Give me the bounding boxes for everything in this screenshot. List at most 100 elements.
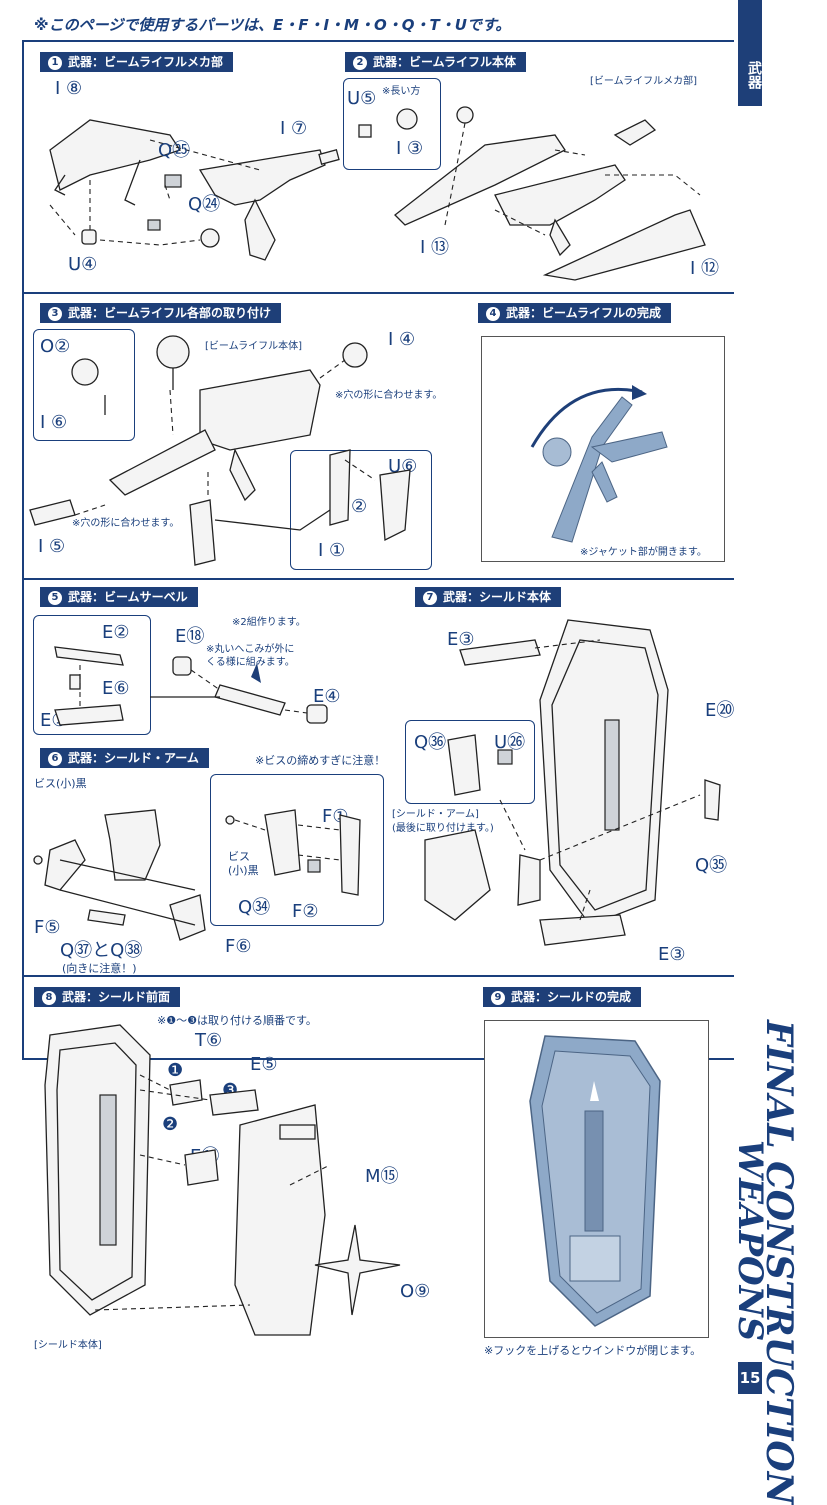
step-9-header: 9 武器：シールドの完成 xyxy=(483,987,642,1007)
part-label: E② xyxy=(102,622,130,643)
step-number: 9 xyxy=(491,991,505,1005)
rifle-body-ref: [ビームライフル本体] xyxy=(205,341,303,352)
order-badge: ❶ xyxy=(167,1060,184,1081)
part-label: U④ xyxy=(68,254,98,275)
step-7-detail-box xyxy=(405,720,535,804)
part-label: U㉖ xyxy=(494,732,526,753)
step-title: 武器：シールド・アーム xyxy=(68,751,199,765)
q-pair-note: (向きに注意！) xyxy=(62,962,137,975)
step-title: 武器：ビームライフル本体 xyxy=(373,55,517,69)
long-side-note: ※長い方 xyxy=(382,86,421,97)
part-label: I ③ xyxy=(396,138,424,159)
part-label: U⑤ xyxy=(347,88,377,109)
step-1-header: 1 武器：ビームライフルメカ部 xyxy=(40,52,234,72)
part-label: I ⑫ xyxy=(690,258,720,279)
rifle-complete-photo: ※ジャケット部が開きます。 xyxy=(481,336,725,562)
parts-used-note: ※このページで使用するパーツは、E・F・I・M・O・Q・T・Uです。 xyxy=(34,16,511,34)
step-title: 武器：ビームサーベル xyxy=(68,590,188,604)
step-8-illustration xyxy=(44,1024,401,1336)
screw-warning: ※ビスの締めすぎに注意！ xyxy=(255,754,386,767)
part-label: Q㉞ xyxy=(238,897,271,918)
part-label: T⑥ xyxy=(195,1030,223,1051)
section-rule-1 xyxy=(22,292,734,294)
part-label: E⑳ xyxy=(705,700,735,721)
part-label: Q㉟ xyxy=(695,855,728,876)
step-6-detail-box xyxy=(210,774,384,926)
left-rule xyxy=(22,40,24,1060)
step-3-illustration xyxy=(29,335,411,566)
step-number: 1 xyxy=(48,56,62,70)
make-two-note: ※2組作ります。 xyxy=(232,617,306,628)
part-label: E③ xyxy=(658,944,686,965)
step-3-detail-box xyxy=(33,329,135,441)
step-7-illustration xyxy=(424,619,721,946)
step-title: 武器：シールド前面 xyxy=(62,990,171,1004)
window-close-caption: ※フックを上げるとウインドウが閉じます。 xyxy=(484,1344,702,1357)
step-5-illustration xyxy=(54,646,328,726)
part-label: I ⑧ xyxy=(55,78,83,99)
part-label: I ① xyxy=(318,540,346,561)
weapons-title: WEAPONS xyxy=(730,1140,770,1342)
step-title: 武器：ビームライフル各部の取り付け xyxy=(68,306,272,320)
part-label: Q㊱ xyxy=(414,732,447,753)
step-7-header: 7 武器：シールド本体 xyxy=(415,587,562,607)
part-label: I ⑥ xyxy=(40,412,68,433)
step-number: 7 xyxy=(423,591,437,605)
part-label: I ④ xyxy=(388,329,416,350)
order-note: ※❶～❸は取り付ける順番です。 xyxy=(157,1014,317,1027)
step-title: 武器：ビームライフルの完成 xyxy=(506,306,662,320)
step-title: 武器：シールドの完成 xyxy=(511,990,632,1004)
hole-note: ※穴の形に合わせます。 xyxy=(335,390,443,401)
step-title: 武器：ビームライフルメカ部 xyxy=(68,55,224,69)
part-label: I ⑤ xyxy=(38,536,66,557)
step-title: 武器：シールド本体 xyxy=(443,590,552,604)
step-8-header: 8 武器：シールド前面 xyxy=(34,987,181,1007)
step-number: 2 xyxy=(353,56,367,70)
step-number: 8 xyxy=(42,991,56,1005)
part-label: F② xyxy=(292,901,319,922)
bottom-rule xyxy=(22,1058,734,1060)
sidebar-bar xyxy=(738,0,762,38)
part-label: E⑤ xyxy=(250,1054,278,1075)
part-label: E⑥ xyxy=(102,678,130,699)
shield-photo-art xyxy=(529,1035,661,1327)
part-label: O⑨ xyxy=(400,1281,431,1302)
order-badge: ❷ xyxy=(162,1114,179,1135)
step-2-illustration xyxy=(358,106,706,281)
part-label: I ⑦ xyxy=(280,118,308,139)
section-rule-3 xyxy=(22,975,734,977)
step-3-grip-box xyxy=(290,450,432,570)
part-label: F⑥ xyxy=(225,936,252,957)
step-number: 4 xyxy=(486,307,500,321)
step-1-illustration xyxy=(49,119,340,261)
part-label: E③ xyxy=(447,629,475,650)
step-5-header: 5 武器：ビームサーベル xyxy=(40,587,198,607)
section-rule-2 xyxy=(22,578,734,580)
dent-note: ※丸いへこみが外に くる様に組みます。 xyxy=(206,644,295,668)
part-label: O② xyxy=(40,336,71,357)
part-label: E④ xyxy=(313,686,341,707)
jacket-open-caption: ※ジャケット部が開きます。 xyxy=(580,547,707,558)
shield-body-ref: [シールド本体] xyxy=(34,1340,102,1351)
part-label: F⑤ xyxy=(34,917,61,938)
step-2-detail-box xyxy=(343,78,441,170)
top-rule xyxy=(22,40,734,42)
step-5-detail-box xyxy=(33,615,151,735)
part-label: Q㉔ xyxy=(188,194,221,215)
part-label: M⑮ xyxy=(365,1166,399,1187)
page-number: 15 xyxy=(738,1362,762,1394)
part-label: Q㉕ xyxy=(158,140,191,161)
part-label: I ⑬ xyxy=(420,237,450,258)
step-4-header: 4 武器：ビームライフルの完成 xyxy=(478,303,672,323)
step-3-header: 3 武器：ビームライフル各部の取り付け xyxy=(40,303,282,323)
hole-note: ※穴の形に合わせます。 xyxy=(72,518,180,529)
sidebar-tab: 武器 xyxy=(738,38,762,106)
step-6-illustration xyxy=(33,809,361,941)
step-number: 3 xyxy=(48,307,62,321)
rifle-photo-art xyxy=(530,385,668,543)
shield-complete-photo xyxy=(484,1020,709,1338)
step-number: 5 xyxy=(48,591,62,605)
shield-arm-ref: [シールド・アーム] (最後に取り付けます。) xyxy=(392,809,494,834)
part-label: E⑱ xyxy=(175,626,205,647)
